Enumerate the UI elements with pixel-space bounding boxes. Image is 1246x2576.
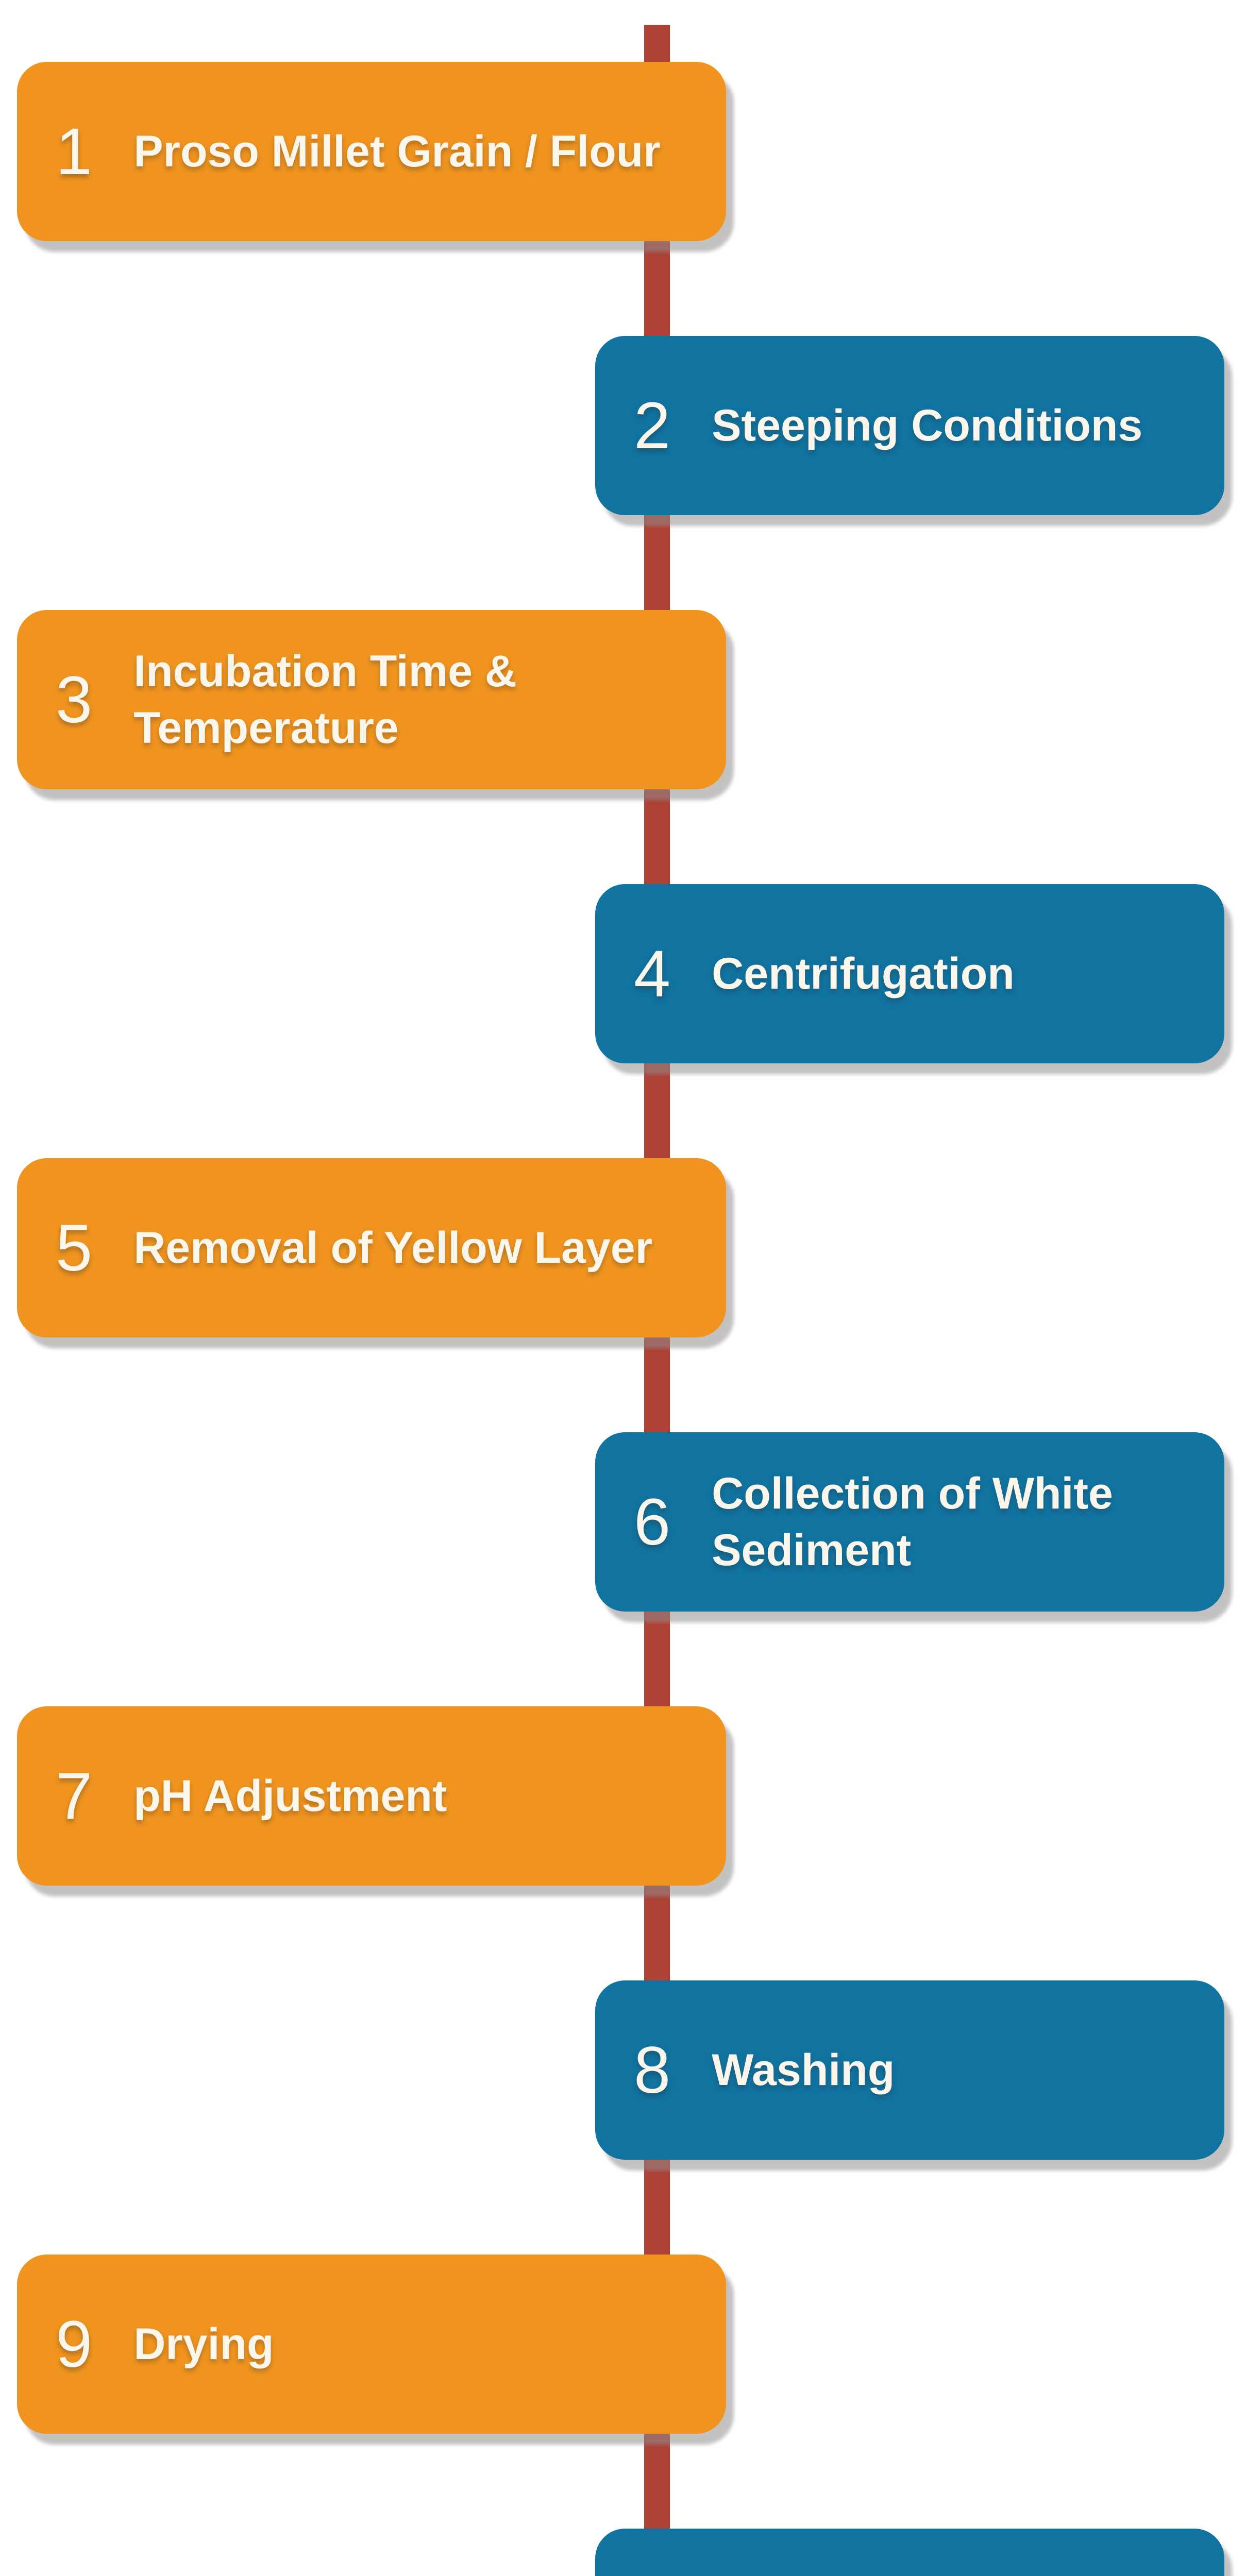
step-number: 9: [56, 2307, 93, 2381]
step-label: Collection of White Sediment: [712, 1468, 1113, 1575]
step-number: 4: [634, 937, 671, 1011]
step-box-10: 10 Proso Millet Starch: [595, 2529, 1224, 2576]
step-label: Removal of Yellow Layer: [133, 1223, 653, 1273]
step-box-5: 5 Removal of Yellow Layer: [17, 1158, 726, 1337]
step-label: Washing: [712, 2045, 895, 2095]
step-number: 5: [56, 1211, 93, 1285]
step-box-8: 8 Washing: [595, 1980, 1224, 2160]
step-number: 7: [56, 1759, 93, 1833]
step-box-6: 6 Collection of White Sediment: [595, 1432, 1224, 1612]
step-label: Centrifugation: [712, 948, 1015, 998]
step-number: 6: [634, 1485, 671, 1559]
step-label: pH Adjustment: [133, 1771, 447, 1821]
step-number: 3: [56, 663, 93, 737]
step-number: 2: [634, 388, 671, 463]
step-number: 8: [634, 2033, 671, 2107]
step-number: 1: [56, 114, 93, 189]
step-label: Steeping Conditions: [712, 400, 1143, 450]
step-box-2: 2 Steeping Conditions: [595, 336, 1224, 515]
step-box-1: 1 Proso Millet Grain / Flour: [17, 62, 726, 241]
step-label: Drying: [133, 2319, 274, 2369]
step-box-9: 9 Drying: [17, 2255, 726, 2434]
step-label: Proso Millet Grain / Flour: [133, 126, 661, 176]
step-box-3: 3 Incubation Time & Temperature: [17, 610, 726, 789]
step-label: Incubation Time & Temperature: [133, 646, 517, 753]
step-box-7: 7 pH Adjustment: [17, 1706, 726, 1886]
step-box-4: 4 Centrifugation: [595, 884, 1224, 1063]
